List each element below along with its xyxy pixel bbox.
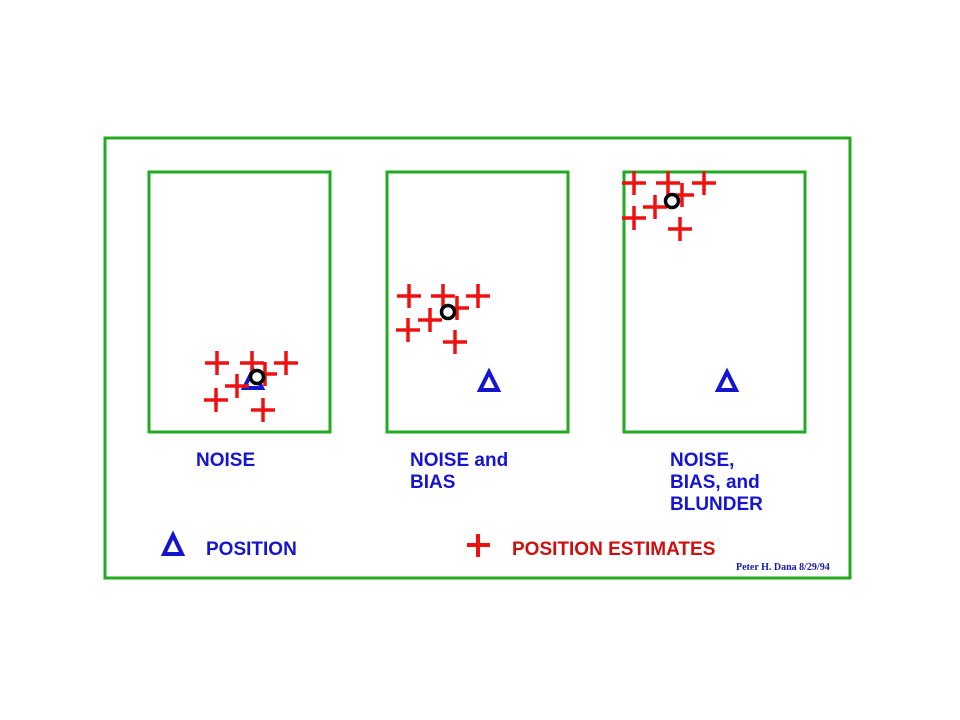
estimate-cross-blunder-4	[643, 195, 667, 219]
estimate-cross-blunder-6	[622, 206, 646, 230]
estimate-cross-noise-bias-1	[397, 284, 421, 308]
outer-frame	[103, 136, 852, 580]
estimate-cross-blunder-1	[622, 171, 646, 195]
estimate-cross-noise-bias-4	[418, 308, 442, 332]
estimate-cross-noise-bias-7	[443, 330, 467, 354]
panel-blunder-label: NOISE, BIAS, and BLUNDER	[670, 450, 765, 515]
panel-blunder-frame	[622, 170, 807, 434]
estimate-cross-noise-1	[205, 351, 229, 375]
estimate-cross-noise-bias-6	[396, 318, 420, 342]
position-triangle-noise-bias	[476, 367, 502, 392]
panel-noise-bias-frame	[385, 170, 570, 434]
panel-noise-label: NOISE	[196, 450, 255, 471]
estimate-cross-noise-bias-3	[466, 284, 490, 308]
estimate-cross-noise-6	[204, 388, 228, 412]
legend-estimates-label: POSITION ESTIMATES	[512, 539, 715, 560]
legend-position-label: POSITION	[206, 539, 297, 560]
estimate-cross-blunder-7	[668, 217, 692, 241]
estimate-cross-noise-7	[251, 398, 275, 422]
estimate-cross-blunder-2	[656, 171, 680, 195]
mean-estimate-circle-blunder	[663, 192, 681, 210]
estimate-cross-noise-4	[225, 374, 249, 398]
plus-icon	[467, 534, 490, 557]
estimate-cross-blunder-3	[692, 171, 716, 195]
panel-noise-frame	[147, 170, 332, 434]
triangle-icon	[160, 530, 186, 556]
credit-text: Peter H. Dana 8/29/94	[736, 562, 830, 573]
position-triangle-blunder	[714, 367, 740, 392]
estimate-cross-noise-3	[274, 351, 298, 375]
legend: POSITION POSITION ESTIMATES	[160, 530, 715, 560]
panel-noise-bias-label: NOISE and BIAS	[410, 450, 513, 493]
estimate-cross-noise-bias-2	[431, 284, 455, 308]
mean-estimate-circle-noise	[248, 368, 266, 386]
mean-estimate-circle-noise-bias	[439, 303, 457, 321]
